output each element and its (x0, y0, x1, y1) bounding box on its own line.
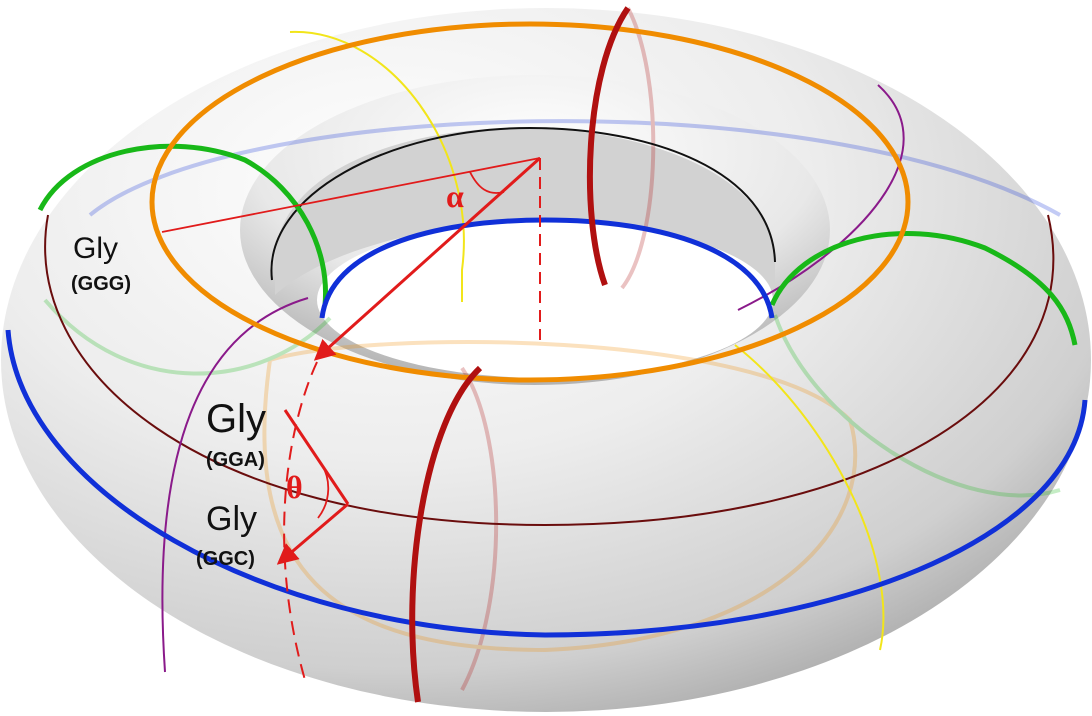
green-arc-right (769, 230, 1078, 346)
hidden-ring-front (262, 340, 858, 653)
inner-blue-ring (319, 217, 775, 319)
label-gly-ggc-name: Gly (206, 500, 257, 538)
theta-arc (317, 464, 330, 519)
label-gly-ggc: Gly (GGC) (196, 500, 257, 570)
torus-hole (317, 222, 773, 378)
label-gly-gga-codon: (GGA) (206, 449, 265, 471)
equator-rings (5, 217, 1088, 638)
label-gly-ggg-name: Gly (73, 232, 118, 265)
hidden-equator-back (88, 119, 1061, 217)
label-gly-gga: Gly (GGA) (206, 397, 266, 471)
alpha-symbol: α (446, 178, 464, 214)
green-arcs (37, 143, 1078, 346)
label-gly-ggc-codon: (GGC) (196, 548, 255, 570)
alpha-vector (313, 156, 542, 361)
purple-arc-left (161, 297, 309, 673)
yellow-arc-back (289, 30, 465, 302)
equator-front (5, 329, 1088, 638)
meridian-top (586, 6, 631, 287)
hidden-curves (43, 7, 1061, 691)
alpha-arc (469, 171, 505, 194)
green-arc-left (37, 143, 329, 306)
yellow-arc-front (734, 344, 885, 651)
theta-vector-up (283, 409, 350, 505)
thin-arcs (44, 30, 1055, 673)
label-gly-ggg: Gly (GGG) (71, 232, 131, 295)
torus-inner-wall (275, 128, 775, 300)
meridian-front (409, 365, 483, 703)
hidden-meridian-back-front (460, 366, 499, 691)
theta-vector-down (276, 502, 349, 565)
hidden-meridian-back-top (620, 7, 656, 290)
angle-construction (161, 156, 542, 681)
tube-circle-dashed (283, 361, 318, 681)
torus-body (1, 8, 1091, 712)
top-ring (149, 21, 911, 383)
maroon-arc (44, 214, 1055, 527)
label-gly-gga-name: Gly (206, 397, 266, 441)
alpha-reference-line (161, 157, 541, 233)
hidden-green-right (773, 314, 1061, 498)
theta-symbol: θ (286, 469, 303, 505)
label-gly-ggg-codon: (GGG) (71, 273, 131, 295)
meridian-rings (409, 6, 631, 703)
